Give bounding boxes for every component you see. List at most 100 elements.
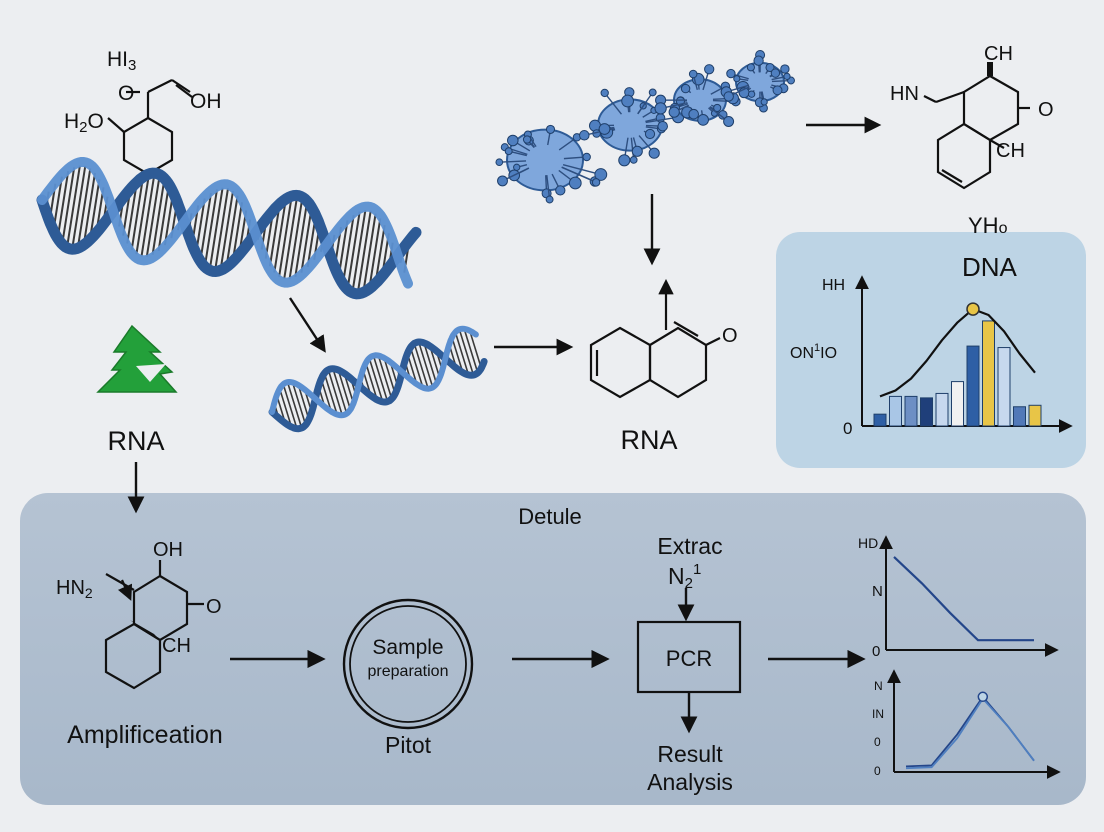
protein-dot xyxy=(504,147,513,156)
extract-label-line1: Extrac xyxy=(657,533,722,559)
bottom-process-panel xyxy=(20,493,1086,805)
helix-rung xyxy=(451,338,464,372)
helix-rung xyxy=(383,359,396,393)
helix-rung xyxy=(199,192,212,259)
helix-rung xyxy=(374,224,386,282)
inset-bar xyxy=(904,395,918,427)
inset-chart-title: DNA xyxy=(962,252,1018,282)
helix-rung xyxy=(378,357,392,398)
protein-dot xyxy=(680,83,691,94)
mini2-line xyxy=(905,697,1035,770)
helix-rung xyxy=(268,206,281,267)
mol-bottom-oh: OH xyxy=(153,539,183,561)
helix-rung xyxy=(469,331,482,367)
helix-rung xyxy=(365,364,378,399)
mol-right-o: O xyxy=(1038,99,1054,121)
protein-dot xyxy=(644,128,656,140)
helix-rung xyxy=(338,371,351,409)
protein-dot xyxy=(522,135,532,144)
helix-rung xyxy=(324,374,338,414)
protein-dot xyxy=(591,178,601,187)
sample-caption: Pitot xyxy=(385,732,432,758)
helix-rung xyxy=(66,165,81,245)
inset-bar xyxy=(920,397,933,427)
helix-rung xyxy=(429,347,441,377)
protein-dot xyxy=(579,130,590,141)
protein-dot xyxy=(765,62,775,73)
protein-dot xyxy=(780,64,790,74)
mol-label-o: O xyxy=(118,82,134,105)
helix-rung xyxy=(368,218,382,287)
inset-bar xyxy=(935,392,949,427)
inset-chart-subtitle: YHo xyxy=(968,213,1008,238)
ring-center-o: O xyxy=(722,325,738,347)
protein-dot xyxy=(747,90,756,98)
sample-label-line1: Sample xyxy=(372,636,443,659)
helix-rung xyxy=(57,171,70,236)
mini2-tick-0a: 0 xyxy=(874,735,881,749)
helix-rung xyxy=(77,168,92,246)
helix-rung xyxy=(407,354,418,384)
helix-rung xyxy=(328,371,343,414)
protein-dot xyxy=(555,185,566,196)
wedge-bond-bottom xyxy=(130,620,160,640)
helix-rung xyxy=(410,348,424,387)
helix-rung xyxy=(347,211,361,287)
helix-rung xyxy=(279,390,292,426)
protein-dot xyxy=(704,64,715,75)
protein-dot xyxy=(753,55,764,66)
helix-rung xyxy=(294,204,308,277)
helix-rung xyxy=(300,210,313,273)
mini1-tick-n: N xyxy=(872,583,883,600)
inset-curve xyxy=(879,308,1036,398)
protein-dot xyxy=(746,63,756,72)
helix-rung xyxy=(357,210,372,291)
helix-rung xyxy=(455,333,469,374)
dna-helix-large xyxy=(36,157,422,300)
protein-dot xyxy=(654,102,667,115)
helix-rung xyxy=(126,184,138,244)
helix-rung xyxy=(232,202,243,260)
inset-bar xyxy=(982,320,995,427)
helix-rung xyxy=(459,330,474,374)
protein-dot xyxy=(760,98,768,106)
mol-bottom-o: O xyxy=(206,596,222,618)
helix-rung xyxy=(145,177,161,257)
mini-line-chart-peak xyxy=(887,669,1061,779)
mol-right-ch-bottom: CH xyxy=(996,140,1025,162)
inset-bar xyxy=(1028,404,1042,427)
inset-bar xyxy=(889,395,902,427)
helix-rung xyxy=(342,214,355,282)
extract-label-line2: N21 xyxy=(668,561,701,592)
protein-dot xyxy=(648,147,660,159)
mini1-tick-hd: HD xyxy=(858,535,878,551)
helix-rung xyxy=(338,220,349,275)
helix-rung xyxy=(463,330,478,372)
protein-dot xyxy=(594,168,608,181)
inset-bar xyxy=(997,347,1011,427)
helix-rung xyxy=(163,194,174,246)
inset-bar xyxy=(951,381,964,427)
mini2-tick-in: IN xyxy=(872,707,884,721)
helix-rung xyxy=(157,187,170,251)
protein-dot xyxy=(629,156,638,164)
mol-right-ch-top: CH xyxy=(984,43,1013,65)
helix-rung xyxy=(288,200,303,280)
mini2-peak xyxy=(977,691,989,703)
protein-dot xyxy=(568,176,582,190)
mol-label-hi3: HI3 xyxy=(107,48,136,74)
helix-rung xyxy=(306,217,317,268)
molecule-top-right xyxy=(923,74,1030,190)
helix-rung xyxy=(343,374,354,403)
helix-rung xyxy=(298,386,310,419)
helix-rung xyxy=(214,188,229,269)
protein-dot xyxy=(726,68,736,79)
mol-bottom-ch: CH xyxy=(162,635,191,657)
helix-rung xyxy=(287,383,302,427)
protein-dot xyxy=(783,72,791,81)
inset-y-tick-top: HH xyxy=(822,277,845,294)
protein-dot xyxy=(697,114,709,126)
helix-rung xyxy=(273,201,287,273)
protein-dot xyxy=(513,163,521,171)
